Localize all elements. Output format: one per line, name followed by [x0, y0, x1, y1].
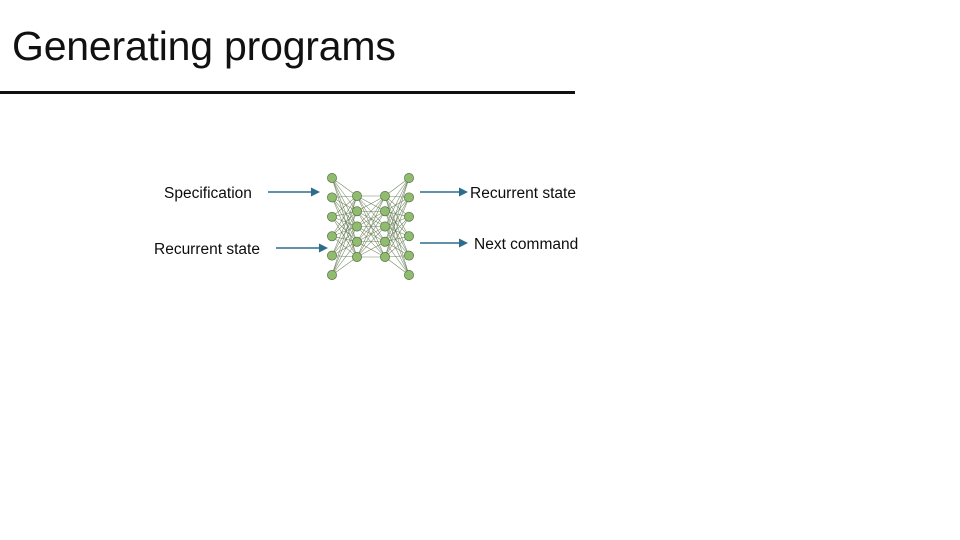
network-node: [327, 250, 337, 261]
network-node: [404, 231, 414, 242]
network-node: [327, 173, 337, 183]
network-node: [380, 252, 390, 262]
network-node: [404, 250, 414, 261]
network-node: [404, 270, 414, 280]
network-node: [404, 173, 414, 183]
input-label-specification: Specification: [164, 185, 252, 202]
arrow-specification-icon: [268, 187, 320, 197]
network-graph: [327, 173, 414, 280]
network-node: [352, 206, 362, 217]
network-node: [327, 211, 337, 222]
arrow-next-command-icon: [420, 238, 468, 248]
title-underline-rule: [0, 91, 575, 94]
output-label-next-command: Next command: [474, 236, 579, 253]
network-node: [380, 191, 390, 201]
network-node: [380, 206, 390, 217]
output-label-recurrent-state: Recurrent state: [470, 185, 576, 202]
network-node: [380, 236, 390, 247]
arrow-recurrent-state-in-icon: [276, 243, 328, 253]
network-node: [327, 270, 337, 280]
network-node: [352, 236, 362, 247]
arrow-recurrent-state-out-icon: [420, 187, 468, 197]
network-node: [327, 192, 337, 203]
page-title: Generating programs: [12, 23, 396, 69]
network-node: [352, 252, 362, 262]
input-label-recurrent-state: Recurrent state: [154, 241, 260, 258]
network-node: [380, 221, 390, 232]
network-nodes: [327, 173, 414, 280]
network-edges: [331, 177, 410, 276]
network-node: [404, 211, 414, 222]
network-node: [352, 191, 362, 201]
network-node: [404, 192, 414, 203]
network-node: [352, 221, 362, 232]
network-node: [327, 231, 337, 242]
